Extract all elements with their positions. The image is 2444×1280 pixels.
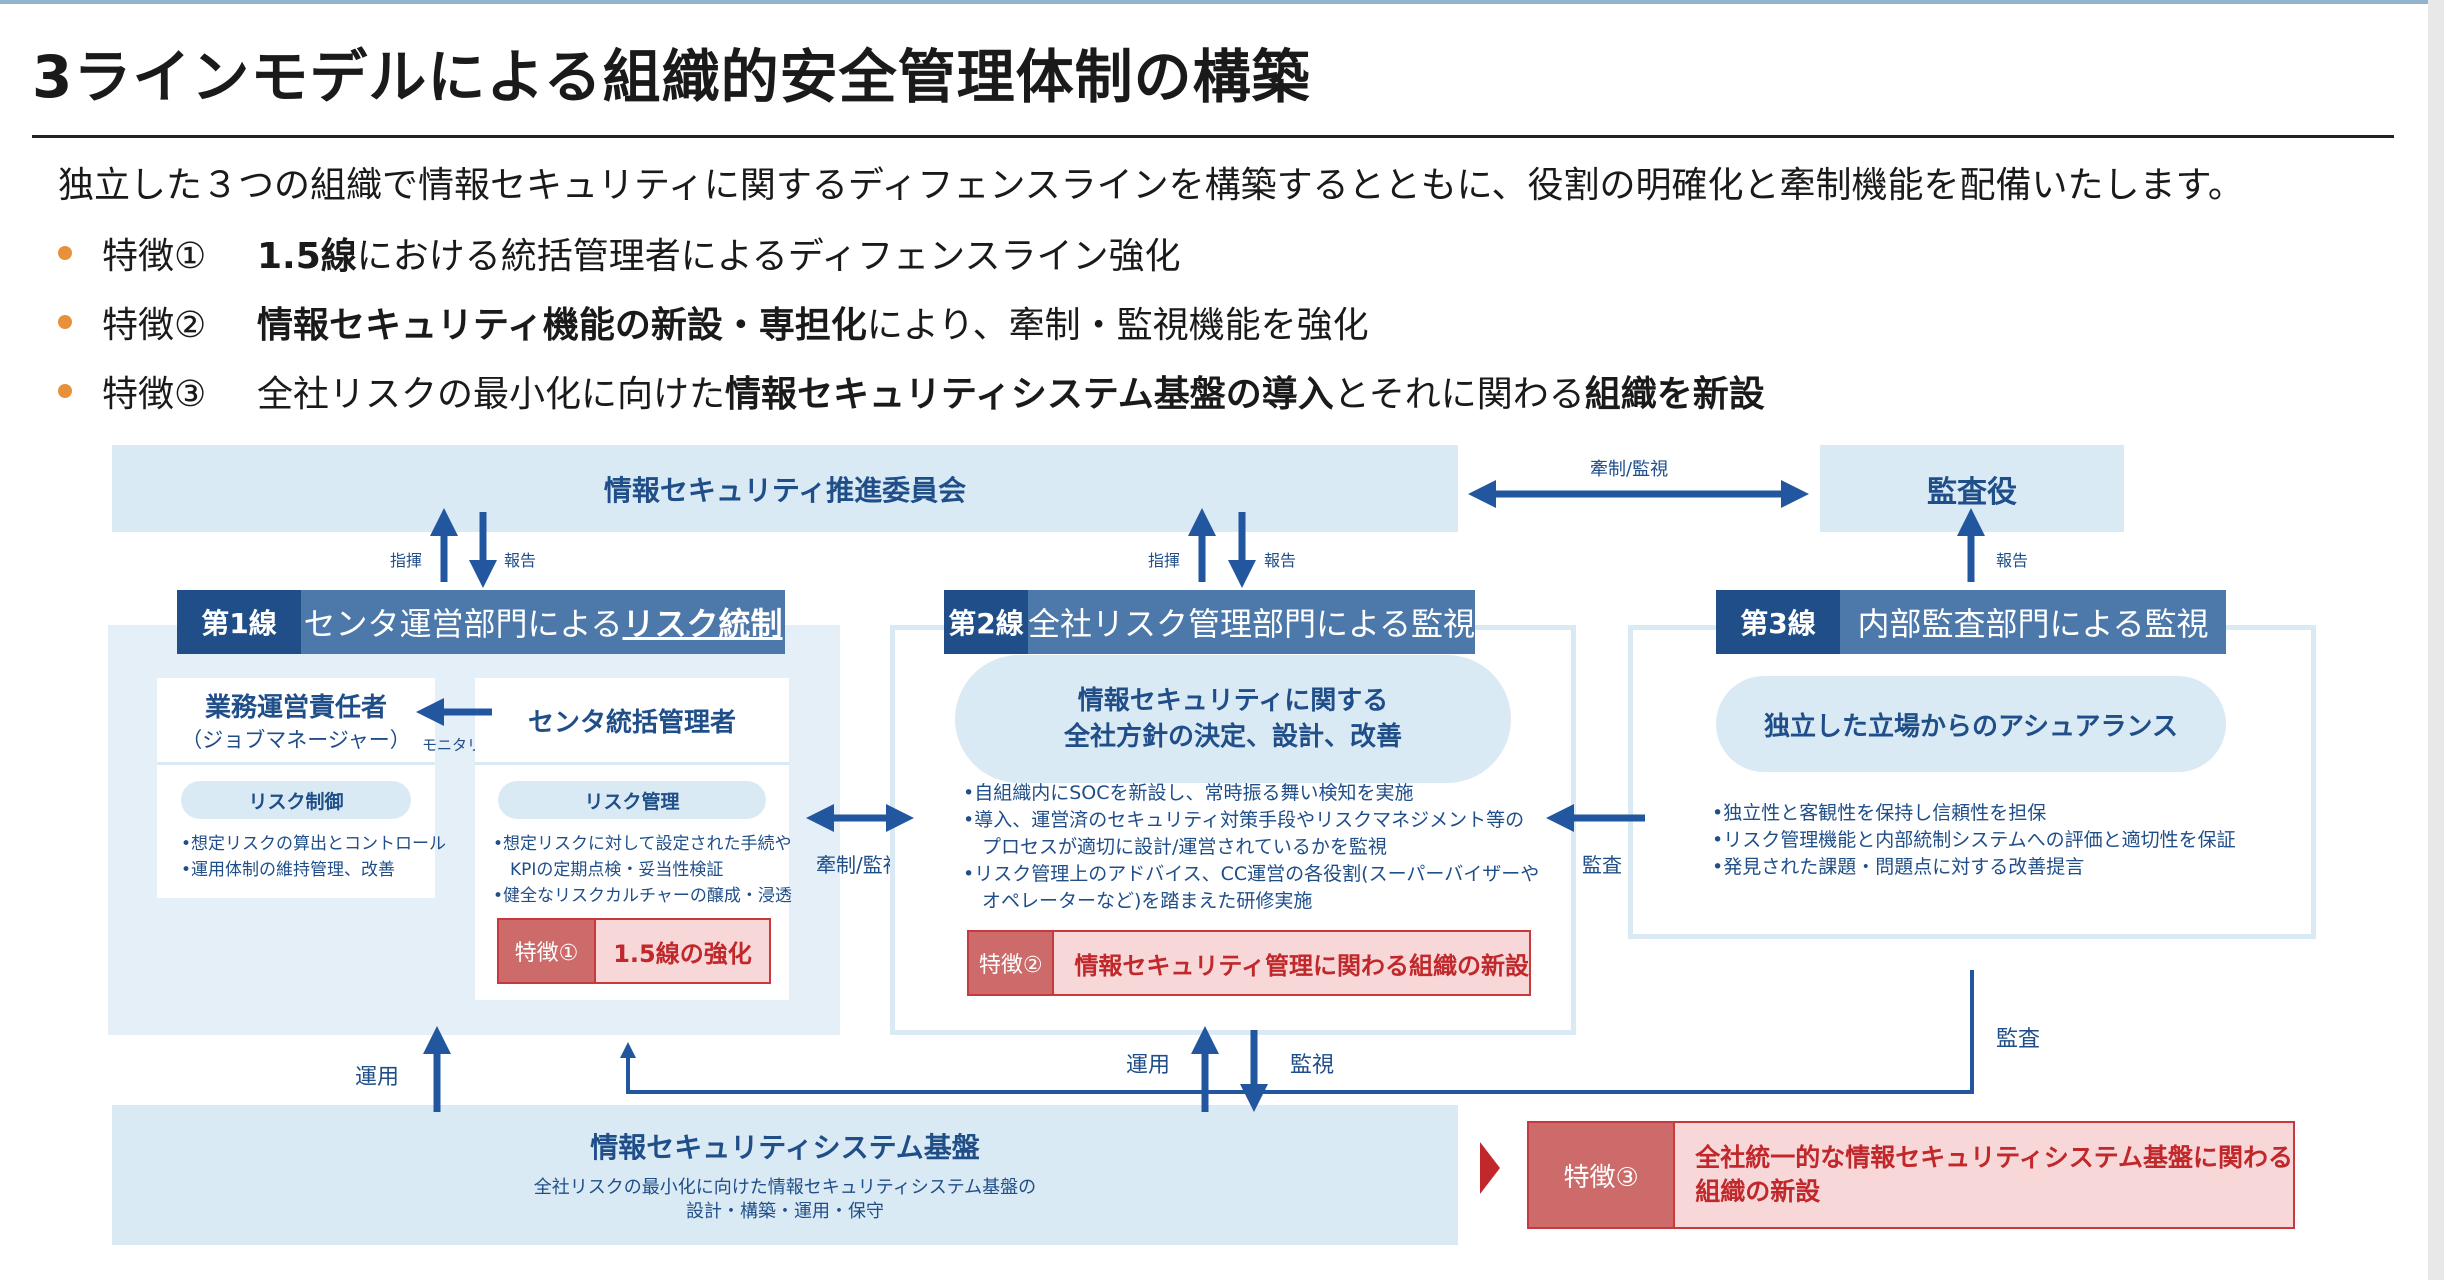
line3-item: •リスク管理機能と内部統制システムへの評価と適切性を保証 [1712,829,2236,851]
line2-item: •リスク管理上のアドバイス、CC運営の各役割(スーパーバイザーや [963,863,1540,885]
feature2-value: 情報セキュリティ管理に関わる組織の新設 [1054,932,1529,994]
committee-box: 情報セキュリティ推進委員会 [112,445,1458,532]
feature-emphasis: 情報セキュリティシステム基盤の導入 [725,374,1334,415]
check-monitor-top-label: 牽制/監視 [1590,459,1669,480]
line2-item: •自組織内にSOCを新設し、常時振る舞い検知を実施 [963,782,1414,804]
arrow-audit-loop [620,970,1974,1094]
line2-header: 第2線 全社リスク管理部門による監視 [944,590,1475,654]
line1-number: 第1線 [177,590,301,654]
ops-manager-subtitle: （ジョブマネージャー） [181,727,411,752]
line3-item: •発見された課題・問題点に対する改善提言 [1712,856,2085,878]
feature-1: 特徴① 1.5線における統括管理者によるディフェンスライン強化 [58,227,1180,279]
bullet-dot-icon [58,315,72,329]
feature3-value: 全社統一的な情報セキュリティシステム基盤に関わる 組織の新設 [1675,1123,2293,1227]
feature-emphasis: 組織を新設 [1584,374,1765,415]
line2-pill-line1: 情報セキュリティに関する [1077,686,1389,716]
title-divider [32,135,2394,138]
report-label-3: 報告 [1996,551,2029,570]
top-accent-line [0,0,2444,4]
platform-title: 情報セキュリティシステム基盤 [590,1131,980,1164]
report-label-2: 報告 [1264,551,1297,570]
line2-number: 第2線 [944,590,1028,654]
bullet-dot-icon [58,384,72,398]
feature-label: 特徴③ [102,374,207,415]
committee-label: 情報セキュリティ推進委員会 [603,473,967,507]
feature1-badge: 特徴① 1.5線の強化 [497,918,771,984]
operate-label-1: 運用 [355,1065,400,1090]
feature1-value: 1.5線の強化 [596,920,769,982]
ops-manager-box: 業務運営責任者 （ジョブマネージャー） リスク制御 •想定リスクの算出とコントロ… [157,678,447,898]
line3-item: •独立性と客観性を保持し信頼性を担保 [1712,802,2047,824]
line3-name: 内部監査部門による監視 [1840,590,2226,654]
audit-label-2: 監査 [1996,1027,2041,1052]
monitor-label: 監視 [1290,1053,1335,1078]
auditor-label: 監査役 [1927,474,2017,510]
audit-label: 監査 [1582,853,1622,877]
check-monitor-mid-label: 牽制/監視 [816,853,903,877]
feature-emphasis: 情報セキュリティ機能の新設・専担化 [257,305,867,346]
line2-pill-line2: 全社方針の決定、設計、改善 [1063,722,1402,752]
line1-name: センタ運営部門によるリスク統制 [301,590,785,654]
report-label-1: 報告 [504,551,537,570]
risk-management-item: KPIの定期点検・妥当性検証 [493,860,724,880]
risk-management-pill: リスク管理 [498,781,766,819]
line3-header: 第3線 内部監査部門による監視 [1716,590,2226,654]
feature2-badge: 特徴② 情報セキュリティ管理に関わる組織の新設 [967,930,1531,996]
feature3-key: 特徴③ [1529,1123,1676,1227]
feature-text: により、牽制・監視機能を強化 [866,305,1369,346]
line1-name-text: センタ運営部門による [303,605,623,643]
risk-control-item: •運用体制の維持管理、改善 [181,860,396,880]
line2-items: •自組織内にSOCを新設し、常時振る舞い検知を実施 •導入、運営済のセキュリティ… [963,780,1539,915]
risk-management-item: •健全なリスクカルチャーの醸成・浸透 [493,886,792,906]
feature1-key: 特徴① [499,920,596,982]
operate-label-2: 運用 [1126,1053,1171,1078]
command-label-2: 指揮 [1148,551,1181,570]
line1-header: 第1線 センタ運営部門によるリスク統制 [177,590,785,654]
line2-item: プロセスが適切に設計/運営されているかを監視 [963,836,1387,858]
risk-control-item: •想定リスクの算出とコントロール [181,834,447,854]
line3-number: 第3線 [1716,590,1840,654]
feature-text: における統括管理者によるディフェンスライン強化 [356,236,1181,277]
risk-control-pill: リスク制御 [181,781,411,819]
feature3-value-line1: 全社統一的な情報セキュリティシステム基盤に関わる [1695,1143,2293,1172]
feature-3: 特徴③ 全社リスクの最小化に向けた情報セキュリティシステム基盤の導入とそれに関わ… [58,365,1765,417]
line2-name: 全社リスク管理部門による監視 [1027,590,1475,654]
center-manager-title: センタ統括管理者 [475,678,789,765]
line2-policy-pill: 情報セキュリティに関する 全社方針の決定、設計、改善 [955,655,1511,783]
platform-sub2: 設計・構築・運用・保守 [686,1201,884,1222]
line3-items: •独立性と客観性を保持し信頼性を担保 •リスク管理機能と内部統制システムへの評価… [1712,800,2236,881]
platform-sub1: 全社リスクの最小化に向けた情報セキュリティシステム基盤の [533,1177,1037,1198]
line2-item: •導入、運営済のセキュリティ対策手段やリスクマネジメント等の [963,809,1525,831]
platform-box: 情報セキュリティシステム基盤 全社リスクの最小化に向けた情報セキュリティシステム… [112,1105,1458,1245]
feature-label: 特徴① [102,236,207,277]
line1-name-emphasis: リスク統制 [622,605,783,643]
bullet-dot-icon [58,246,72,260]
ops-manager-title: 業務運営責任者 [204,692,387,723]
feature2-key: 特徴② [969,932,1055,994]
intro-text: 独立した３つの組織で情報セキュリティに関するディフェンスラインを構築するとともに… [58,165,2244,206]
feature3-pointer-icon [1480,1142,1500,1194]
line3-assurance-pill: 独立した立場からのアシュアランス [1716,676,2226,772]
feature3-value-line2: 組織の新設 [1695,1177,1821,1206]
feature-text: とそれに関わる [1333,374,1585,415]
line2-item: オペレーターなど)を踏まえた研修実施 [963,890,1313,912]
feature-emphasis: 1.5線 [257,236,357,277]
risk-management-item: •想定リスクに対して設定された手続や [493,834,792,854]
feature-label: 特徴② [102,305,207,346]
feature-text: 全社リスクの最小化に向けた [257,374,726,415]
feature-2: 特徴② 情報セキュリティ機能の新設・専担化により、牽制・監視機能を強化 [58,296,1369,348]
feature3-badge: 特徴③ 全社統一的な情報セキュリティシステム基盤に関わる 組織の新設 [1527,1121,2295,1229]
window-edge [2428,0,2444,1280]
page-title: 3ラインモデルによる組織的安全管理体制の構築 [32,43,1311,111]
command-label-1: 指揮 [390,551,423,570]
